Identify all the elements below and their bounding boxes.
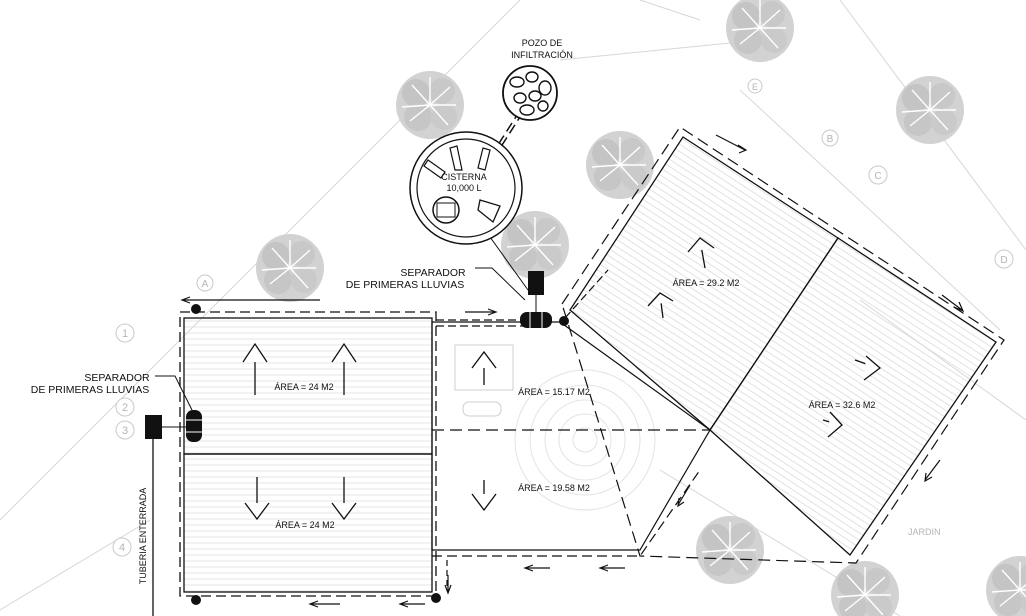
cistern: CISTERNA 10,000 L <box>409 131 523 245</box>
area-top-left: ÁREA = 24 M2 <box>274 382 333 392</box>
cistern-label: CISTERNA <box>441 172 487 182</box>
slope-arrow-down <box>244 477 270 521</box>
separator-left-box <box>145 415 162 439</box>
slope-arrows <box>242 237 882 521</box>
slope-arrow-up <box>471 350 497 385</box>
tree <box>830 560 900 616</box>
center-slot <box>462 401 502 417</box>
roof-rot-right <box>709 237 997 556</box>
axis-2-bubble: 2 <box>115 397 135 417</box>
axis-e-bubble: E <box>747 78 763 94</box>
flow-arrow <box>180 296 320 304</box>
leader-lines <box>155 229 529 411</box>
infiltration-well-label-2: INFILTRACIÓN <box>511 50 573 60</box>
infiltration-well: POZO DE INFILTRACIÓN <box>502 38 573 121</box>
separator-top-device <box>520 312 552 328</box>
roof-left-outline <box>179 311 437 597</box>
area-labels: ÁREA = 24 M2 ÁREA = 24 M2 ÁREA = 15.17 M… <box>274 278 875 530</box>
slope-arrow-down <box>471 480 497 512</box>
tree <box>695 515 765 585</box>
svg-text:D: D <box>1000 255 1007 266</box>
axis-c-bubble: C <box>868 165 888 185</box>
axis-3-bubble: 3 <box>115 420 135 440</box>
flow-arrow <box>523 564 550 572</box>
downspout-node <box>431 593 441 603</box>
tree <box>985 555 1026 616</box>
svg-text:1: 1 <box>122 328 128 340</box>
flow-arrow <box>398 600 425 608</box>
flow-arrow <box>465 308 498 316</box>
separator-top-box <box>528 271 544 295</box>
separator-left-device <box>186 410 202 442</box>
svg-text:A: A <box>202 279 209 290</box>
downspout-node <box>191 304 201 314</box>
svg-text:2: 2 <box>122 402 128 414</box>
downspout-node <box>559 316 569 326</box>
flow-arrow <box>308 600 340 608</box>
separator-left-label-1: SEPARADOR <box>84 372 150 384</box>
svg-text:C: C <box>874 171 881 182</box>
svg-text:B: B <box>827 134 834 145</box>
separator-top-label-2: DE PRIMERAS LLUVIAS <box>346 279 464 291</box>
area-rot-top: ÁREA = 29.2 M2 <box>673 278 740 288</box>
separator-left-label-2: DE PRIMERAS LLUVIAS <box>31 384 149 396</box>
svg-text:4: 4 <box>119 542 125 554</box>
axis-1-bubble: 1 <box>115 323 135 343</box>
tree <box>725 0 795 63</box>
tree <box>895 75 965 145</box>
slope-arrow-rot <box>822 411 843 438</box>
area-rot-right: ÁREA = 32.6 M2 <box>809 400 876 410</box>
axis-4-bubble: 4 <box>112 537 132 557</box>
garden-label: JARDIN <box>908 527 941 537</box>
slope-arrow-up <box>331 342 357 395</box>
axis-d-bubble: D <box>994 249 1014 269</box>
axis-b-bubble: B <box>821 129 839 147</box>
flow-arrow <box>598 564 625 572</box>
first-flush-separators <box>145 271 569 605</box>
roof-top-left <box>183 317 433 455</box>
flow-arrow <box>715 134 748 154</box>
infiltration-well-label-1: POZO DE <box>522 38 563 48</box>
slope-arrow-up <box>242 342 268 395</box>
downspout-node <box>191 595 201 605</box>
svg-text:3: 3 <box>122 425 128 437</box>
roof-bottom-left <box>183 453 433 593</box>
center-box <box>454 344 514 391</box>
separator-labels: SEPARADOR DE PRIMERAS LLUVIAS SEPARADOR … <box>31 267 466 396</box>
tree <box>255 233 325 303</box>
cistern-capacity: 10,000 L <box>446 183 481 193</box>
separator-top-label-1: SEPARADOR <box>400 267 466 279</box>
slope-arrow-rot <box>687 237 715 269</box>
tree <box>585 130 655 200</box>
slope-arrow-rot <box>647 292 674 319</box>
slope-arrow-rot <box>854 355 882 381</box>
tree <box>395 70 465 140</box>
flow-arrow <box>924 459 941 483</box>
rotated-roof-block <box>561 126 1005 564</box>
flow-arrows <box>180 134 965 608</box>
svg-text:E: E <box>752 82 758 92</box>
axis-a-top-bubble: A <box>196 274 214 292</box>
slope-arrow-down <box>331 477 357 521</box>
area-center-top: ÁREA = 15.17 M2 <box>518 387 590 397</box>
left-roof-block <box>179 311 437 597</box>
area-bottom-left: ÁREA = 24 M2 <box>275 520 334 530</box>
flow-arrow <box>941 294 965 313</box>
area-center-bottom: ÁREA = 19.58 M2 <box>518 483 590 493</box>
grid-axes: A 1 2 3 4 C D B E <box>112 78 1014 557</box>
flow-arrow <box>444 575 452 595</box>
flow-arrow <box>677 484 691 508</box>
buried-pipe-label: TUBERIA ENTERRADA <box>138 488 148 585</box>
